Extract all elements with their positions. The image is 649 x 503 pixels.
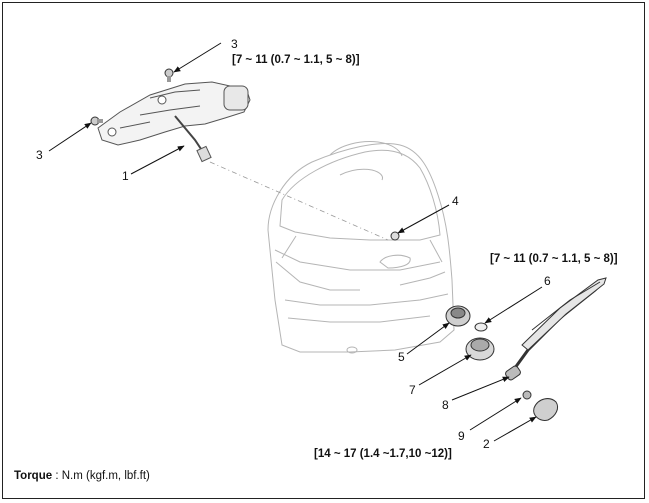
torque-spec-motor-bolts: [7 ~ 11 (0.7 ~ 1.1, 5 ~ 8)] (232, 54, 360, 66)
torque-units: : N.m (kgf.m, lbf.ft) (52, 470, 150, 482)
leader-lines (48, 42, 543, 442)
torque-units-note: Torque : N.m (kgf.m, lbf.ft) (14, 470, 150, 482)
callout-9: 9 (458, 429, 465, 443)
motor-bolt-top (164, 68, 174, 82)
torque-spec-arm-nut: [7 ~ 11 (0.7 ~ 1.1, 5 ~ 8)] (490, 253, 618, 265)
callout-3-top: 3 (231, 37, 238, 51)
wiper-motor (97, 81, 251, 163)
arm-nut (522, 390, 532, 400)
torque-spec-cap-nut: [14 ~ 17 (1.4 ~1.7,10 ~12)] (314, 448, 452, 460)
rubber-grommet (445, 305, 471, 327)
motor-bolt-left (90, 116, 103, 126)
shaft-alignment-line (209, 161, 389, 241)
glass-grommet (390, 231, 400, 241)
callout-5: 5 (398, 350, 405, 364)
diagram-frame (2, 2, 645, 499)
callout-8: 8 (442, 398, 449, 412)
callout-4: 4 (452, 194, 459, 208)
seal-bushing (465, 337, 495, 361)
arm-cap (533, 398, 559, 421)
wiper-arm-blade (505, 277, 607, 381)
callout-1: 1 (122, 169, 129, 183)
callout-6: 6 (544, 274, 551, 288)
callout-3-left: 3 (36, 148, 43, 162)
callout-7: 7 (409, 383, 416, 397)
torque-label: Torque (14, 470, 53, 482)
callout-2: 2 (483, 437, 490, 451)
tailgate-body (267, 141, 455, 354)
washer (474, 322, 488, 332)
